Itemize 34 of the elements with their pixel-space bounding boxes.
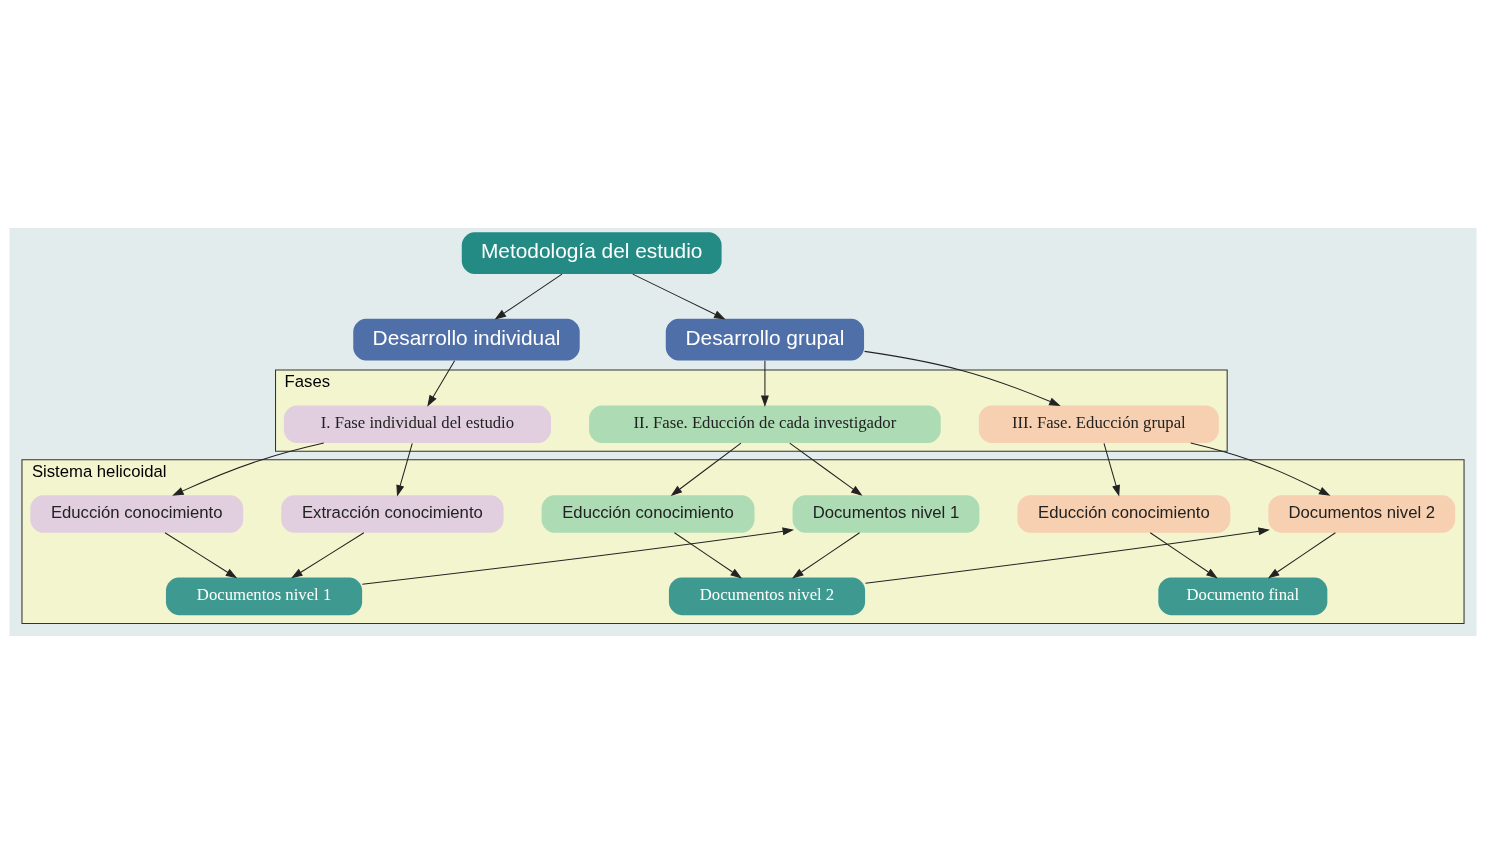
arrow	[164, 531, 238, 578]
arrow	[789, 442, 863, 496]
node-box: Documentos nivel 1	[792, 494, 980, 533]
arrow	[632, 273, 726, 319]
arrow	[427, 359, 456, 407]
arrow	[1103, 442, 1120, 497]
arrow	[361, 526, 795, 585]
node-box: Educción conocimiento	[541, 494, 755, 533]
arrow	[670, 442, 742, 496]
node-box: Metodología del estudio	[461, 231, 722, 274]
node-box: Documentos nivel 2	[668, 577, 866, 615]
node-box: Educción conocimiento	[30, 494, 244, 533]
arrow	[1190, 441, 1331, 496]
node-box: Documento final	[1158, 577, 1328, 615]
node-box: Educción conocimiento	[1017, 494, 1231, 533]
arrow	[864, 350, 1061, 406]
arrow	[291, 531, 365, 578]
arrow	[864, 526, 1270, 584]
arrow	[1267, 531, 1336, 578]
arrow	[792, 531, 861, 578]
arrow	[172, 442, 325, 496]
node-box: Documentos nivel 2	[1268, 494, 1456, 533]
node-box: III. Fase. Educción grupal	[978, 404, 1219, 443]
node-box: Documentos nivel 1	[165, 577, 363, 615]
node-box: Desarrollo individual	[353, 318, 580, 360]
node-box: Extracción conocimiento	[281, 494, 504, 533]
arrow	[494, 273, 563, 320]
node-box: I. Fase individual del estudio	[283, 404, 551, 443]
arrow	[1149, 531, 1218, 578]
arrow	[760, 359, 769, 407]
node-box: Desarrollo grupal	[665, 318, 865, 360]
arrow	[673, 531, 742, 578]
arrow	[396, 442, 413, 497]
node-box: II. Fase. Educción de cada investigador	[589, 404, 941, 443]
